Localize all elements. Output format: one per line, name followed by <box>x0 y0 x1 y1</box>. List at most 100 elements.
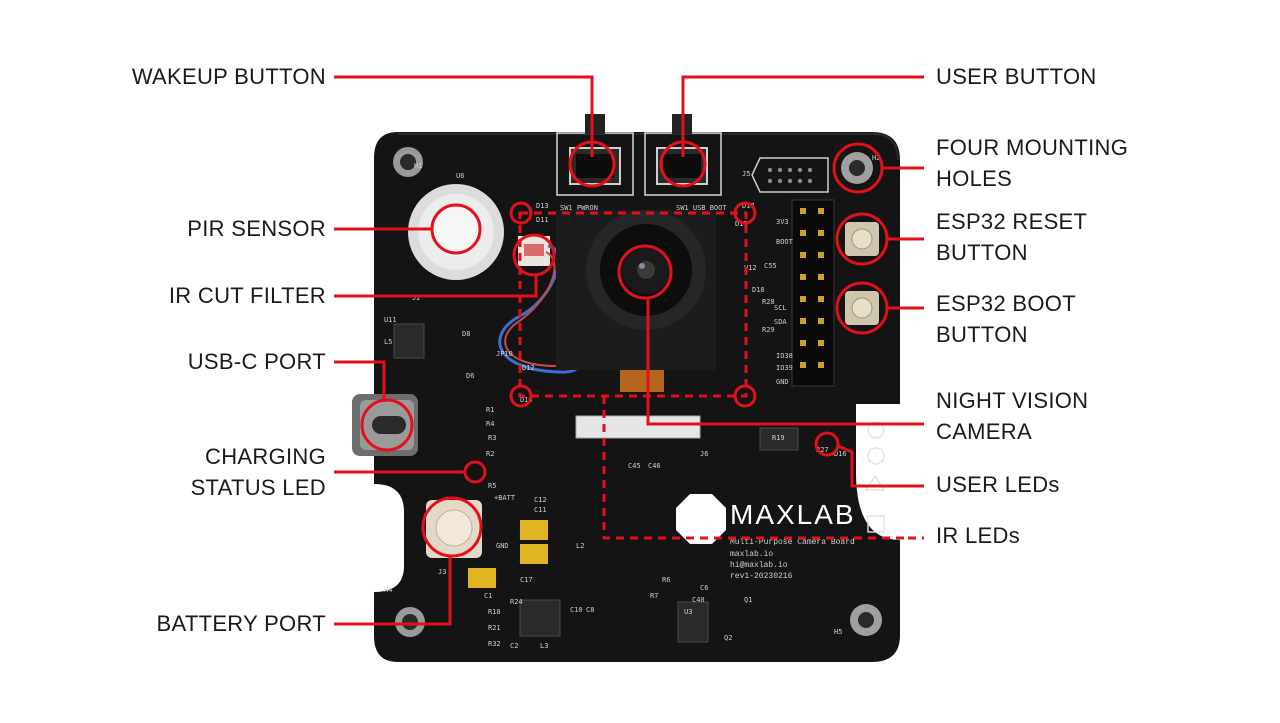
marker-esp32-boot-button <box>835 281 889 335</box>
pcb-edge <box>398 133 899 161</box>
pir-sensor-part <box>408 184 504 280</box>
label-esp32-boot-button-line2: BUTTON <box>936 322 1028 347</box>
silkscreen-label: R24 <box>510 598 523 606</box>
marker-pir-sensor <box>430 203 482 255</box>
silkscreen-label: J3 <box>438 568 446 576</box>
pcb-board: MAXLAB Multi-Purpose Camera Board maxlab… <box>352 114 900 662</box>
silkscreen-label: C6 <box>700 584 708 592</box>
silkscreen-label: R29 <box>762 326 775 334</box>
label-ir-leds: IR LEDs <box>936 523 1021 548</box>
silkscreen-label: R6 <box>662 576 670 584</box>
label-charging-status-led-line1: CHARGING <box>205 444 326 469</box>
ir-leds-dashed-box-camera <box>518 211 748 398</box>
silkscreen-label: SW1 USB BOOT <box>676 204 727 212</box>
esp32-boot-button-part <box>845 291 879 325</box>
silkscreen-label: U11 <box>384 316 397 324</box>
label-esp32-boot-button: ESP32 BOOT BUTTON <box>936 288 1076 350</box>
silkscreen-label: +BATT <box>494 494 516 502</box>
silkscreen-label: D12 <box>522 364 535 372</box>
mounting-hole-top-right <box>841 152 873 184</box>
silkscreen-label: Q1 <box>744 596 752 604</box>
marker-esp32-reset-button <box>835 212 889 266</box>
silkscreen-label: IO39 <box>776 364 793 372</box>
marker-night-vision-camera <box>617 244 673 300</box>
leader-wakeup-button <box>334 75 594 157</box>
label-esp32-reset-button: ESP32 RESET BUTTON <box>936 206 1087 268</box>
marker-user-button <box>659 140 707 188</box>
marker-user-leds <box>814 431 840 457</box>
silkscreen-label: H5 <box>834 628 842 636</box>
silkscreen-label: L5 <box>384 338 392 346</box>
label-esp32-reset-button-line2: BUTTON <box>936 240 1028 265</box>
silkscreen-label: C8 <box>586 606 594 614</box>
silkscreen-label: IO38 <box>776 352 793 360</box>
battery-port-part <box>426 500 482 558</box>
silkscreen-label: R32 <box>488 640 501 648</box>
marker-ir-cut-filter <box>512 233 556 277</box>
esp32-reset-button-part <box>845 222 879 256</box>
label-four-mounting-holes-line1: FOUR MOUNTING <box>936 135 1129 160</box>
marker-ir-led-4 <box>733 384 757 408</box>
silkscreen-label: H2 <box>872 154 880 162</box>
label-four-mounting-holes: FOUR MOUNTING HOLES <box>936 132 1128 194</box>
mounting-hole-top-left <box>393 147 423 177</box>
marker-four-mounting-holes <box>832 142 884 194</box>
label-charging-status-led-line2: STATUS LED <box>190 475 326 500</box>
silkscreen-label: U12 <box>744 264 757 272</box>
board-subtitle: Multi-Purpose Camera Board <box>730 538 855 547</box>
leader-night-vision-camera <box>646 298 924 426</box>
board-email: hi@maxlab.io <box>730 561 788 570</box>
silkscreen-label: D13 <box>536 202 549 210</box>
silkscreen-label: C11 <box>534 506 547 514</box>
leader-usbc-port <box>334 360 386 402</box>
label-night-vision-camera: NIGHT VISION CAMERA <box>936 385 1088 447</box>
label-night-vision-camera-line2: CAMERA <box>936 419 1032 444</box>
silkscreen-label: J6 <box>700 450 708 458</box>
silkscreen-label: JP10 <box>496 350 513 358</box>
label-ir-cut-filter: IR CUT FILTER <box>168 283 326 308</box>
silkscreen-label: H4 <box>384 586 392 594</box>
silkscreen-label: U3 <box>684 608 692 616</box>
leader-user-leds <box>837 444 924 488</box>
leader-ir-cut-filter <box>334 276 538 298</box>
silkscreen-label: R5 <box>488 482 496 490</box>
label-user-button: USER BUTTON <box>936 64 1097 89</box>
leader-user-button <box>681 75 924 157</box>
silkscreen-label: R28 <box>762 298 775 306</box>
silkscreen-label: SDA <box>774 318 787 326</box>
silkscreen-label: SW1 PWRON <box>560 204 598 212</box>
marker-ir-led-2 <box>733 201 757 225</box>
label-esp32-reset-button-line1: ESP32 RESET <box>936 209 1088 234</box>
silkscreen-label: C40 <box>692 596 705 604</box>
silkscreen-label: D16 <box>834 450 847 458</box>
mounting-hole-bottom-right <box>850 604 882 636</box>
silkscreen-label: Q2 <box>724 634 732 642</box>
silkscreen-label: BOOT <box>776 238 794 246</box>
marker-ir-led-3 <box>509 384 533 408</box>
marker-wakeup-button <box>568 140 616 188</box>
mounting-hole-bottom-left <box>395 607 425 637</box>
silkscreen-label: D8 <box>462 330 470 338</box>
silkscreen-label: D15 <box>735 220 748 228</box>
marker-usbc-port <box>360 398 414 452</box>
silkscreen-label: R27 <box>816 446 829 454</box>
silkscreen-label: R21 <box>488 624 501 632</box>
silkscreen-label: J2 <box>412 294 420 302</box>
silkscreen-label: R7 <box>650 592 658 600</box>
marker-ir-led-1 <box>509 201 533 225</box>
silkscreen-label: U6 <box>456 172 464 180</box>
silkscreen-label: GND <box>496 542 509 550</box>
silkscreen-label: C1 <box>484 592 492 600</box>
label-night-vision-camera-line1: NIGHT VISION <box>936 388 1089 413</box>
label-usbc-port: USB-C PORT <box>187 349 326 374</box>
label-wakeup-button: WAKEUP BUTTON <box>131 64 326 89</box>
marker-charging-status-led <box>463 460 487 484</box>
capacitors <box>468 520 548 588</box>
annotations <box>334 75 924 626</box>
silkscreen-label: R19 <box>772 434 785 442</box>
silkscreen-label: R3 <box>488 434 496 442</box>
marker-battery-port <box>421 496 483 558</box>
label-user-leds: USER LEDs <box>936 472 1060 497</box>
